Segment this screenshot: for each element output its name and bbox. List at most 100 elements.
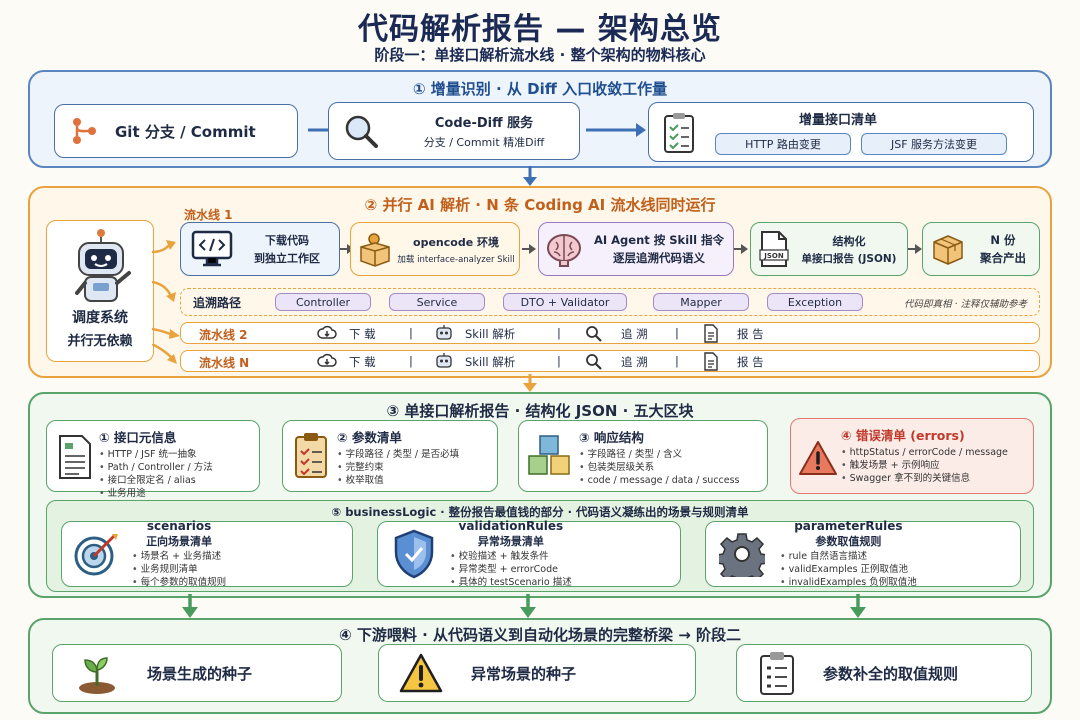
section-parallel-title: ② 并行 AI 解析 · N 条 Coding AI 流水线同时运行 <box>364 196 716 214</box>
scheduler-box: 调度系统 并行无依赖 <box>46 220 154 362</box>
card-response-title: ③ 响应结构 <box>579 430 644 445</box>
arrow-step2-3 <box>522 244 536 254</box>
git-branch-icon <box>67 114 101 148</box>
card-meta-item: 接口全限定名 / alias <box>99 474 213 487</box>
pipeline-n-label: 流水线 N <box>199 356 250 370</box>
step-structured-l1: 结构化 <box>832 234 866 248</box>
pipeline-2-step-report: 报 告 <box>737 327 764 341</box>
interface-list-box: 增量接口清单 HTTP 路由变更 JSF 服务方法变更 <box>648 102 1034 162</box>
rule-validation-sub: 异常场景清单 <box>477 535 544 548</box>
output-exception-seed-label: 异常场景的种子 <box>471 664 577 683</box>
rule-parameters: parameterRules 参数取值规则 rule 自然语言描述 validE… <box>705 519 1021 588</box>
step-opencode-l1: opencode 环境 <box>413 235 499 249</box>
step-download-l2: 到独立工作区 <box>254 252 320 265</box>
card-errors-item: Swagger 拿不到的关键信息 <box>841 472 1008 485</box>
arrow-s3-to-s4-left <box>182 594 198 618</box>
target-icon <box>70 528 122 580</box>
step-aggregate-l1: N 份 <box>990 233 1016 247</box>
section-downstream: ④ 下游喂料 · 从代码语义到自动化场景的完整桥梁 → 阶段二 场景生成的种子 … <box>28 618 1052 714</box>
brain-icon <box>543 228 585 270</box>
pipeline-2-sep-3: | <box>675 326 679 340</box>
code-diff-sub: 分支 / Commit 精准Diff <box>423 136 545 149</box>
card-params-item: 完整约束 <box>337 461 459 474</box>
json-file-icon: JSON <box>757 228 791 270</box>
step-structured-l2: 单接口报告 (JSON) <box>801 252 897 265</box>
card-meta-item: 业务用途 <box>99 487 213 500</box>
monitor-code-icon <box>189 226 235 272</box>
step-aggregate: N 份 聚合产出 <box>922 222 1040 276</box>
pipeline-n-lane: 流水线 N 下 载 | Skill 解析 | 追 溯 | 报 告 <box>180 350 1040 372</box>
scheduler-label-1: 调度系统 <box>72 310 128 326</box>
step-opencode-l2: 加载 interface-analyzer Skill <box>397 254 515 265</box>
arrow-scheduler-trace <box>152 280 176 302</box>
arrow-diff-to-list <box>586 123 646 137</box>
pipeline-n-sep-3: | <box>675 354 679 368</box>
rule-scenarios-item: 业务规则清单 <box>132 563 226 576</box>
cloud-download-icon <box>317 325 337 341</box>
pipeline-n-sep-2: | <box>557 354 561 368</box>
rule-parameters-item: validExamples 正例取值池 <box>780 563 917 576</box>
report-file-icon <box>703 324 719 343</box>
card-errors: ④ 错误清单 (errors) httpStatus / errorCode /… <box>790 418 1034 494</box>
code-diff-box: Code-Diff 服务 分支 / Commit 精准Diff <box>328 102 580 160</box>
output-scenario-seed: 场景生成的种子 <box>52 644 342 702</box>
step-ai-agent-l1: AI Agent 按 Skill 指令 <box>593 233 725 247</box>
pipeline-n-step-skill: Skill 解析 <box>465 355 516 369</box>
trace-controller: Controller <box>275 293 371 311</box>
output-param-rules-label: 参数补全的取值规则 <box>823 664 959 683</box>
section-report-title: ③ 单接口解析报告 · 结构化 JSON · 五大区块 <box>386 402 694 420</box>
card-errors-item: 触发场景 + 示例响应 <box>841 459 1008 472</box>
step-structured: JSON 结构化 单接口报告 (JSON) <box>750 222 908 276</box>
rule-validation-item: 校验描述 + 触发条件 <box>450 550 572 563</box>
report-file-icon <box>703 352 719 371</box>
warning-icon <box>797 433 839 483</box>
trace-service: Service <box>389 293 485 311</box>
page-title: 代码解析报告 — 架构总览 <box>358 12 722 47</box>
arrow-s1-to-s2 <box>523 166 537 186</box>
git-label: Git 分支 / Commit <box>115 122 256 141</box>
cloud-download-icon <box>317 353 337 369</box>
rule-scenarios-item: 每个参数的取值规则 <box>132 576 227 589</box>
arrow-step4-5 <box>908 244 922 254</box>
rule-scenarios-title: scenarios <box>146 519 212 533</box>
pipeline-n-step-download: 下 载 <box>349 355 376 369</box>
card-response-item: code / message / data / success <box>579 474 740 487</box>
rule-validation-title: validationRules <box>458 519 564 533</box>
card-params: ② 参数清单 字段路径 / 类型 / 是否必填 完整约束 枚举取值 <box>282 420 498 492</box>
robot-icon <box>61 227 141 307</box>
rule-scenarios-item: 场景名 + 业务描述 <box>132 550 226 563</box>
card-errors-title: ④ 错误清单 (errors) <box>841 428 965 443</box>
tag-http-route: HTTP 路由变更 <box>715 133 851 155</box>
card-response: ③ 响应结构 字段路径 / 类型 / 含义 包装类层级关系 code / mes… <box>518 420 768 492</box>
output-scenario-seed-label: 场景生成的种子 <box>147 664 253 683</box>
card-meta-item: HTTP / JSF 统一抽象 <box>99 448 213 461</box>
step-download: 下载代码 到独立工作区 <box>180 222 340 276</box>
pipeline-2-sep-1: | <box>409 326 413 340</box>
card-params-item: 字段路径 / 类型 / 是否必填 <box>337 448 459 461</box>
step-aggregate-l2: 聚合产出 <box>980 251 1026 265</box>
interface-list-title: 增量接口清单 <box>799 113 878 128</box>
robot-small-icon <box>435 325 453 342</box>
code-diff-title: Code-Diff 服务 <box>434 116 534 131</box>
output-param-rules: 参数补全的取值规则 <box>736 644 1032 702</box>
arrow-scheduler-pN <box>152 344 177 364</box>
step-download-l1: 下载代码 <box>265 234 309 247</box>
shield-icon <box>388 528 440 580</box>
gear-icon <box>716 528 768 580</box>
business-logic-panel: ⑤ businessLogic · 整份报告最值钱的部分 · 代码语义凝练出的场… <box>46 500 1034 592</box>
trace-path-row: 追溯路径 Controller Service DTO + Validator … <box>180 288 1040 316</box>
section-report: ③ 单接口解析报告 · 结构化 JSON · 五大区块 ① 接口元信息 HTTP… <box>28 392 1052 598</box>
business-logic-title: ⑤ businessLogic · 整份报告最值钱的部分 · 代码语义凝练出的场… <box>331 505 749 519</box>
rule-validation: validationRules 异常场景清单 校验描述 + 触发条件 异常类型 … <box>377 519 681 588</box>
pipeline-n-step-trace: 追 溯 <box>621 355 648 369</box>
step-opencode: opencode 环境 加载 interface-analyzer Skill <box>350 222 520 276</box>
box-gear-icon <box>357 229 393 269</box>
scheduler-label-2: 并行无依赖 <box>67 334 133 349</box>
trace-dto-validator: DTO + Validator <box>503 293 627 311</box>
card-params-title: ② 参数清单 <box>337 430 402 445</box>
trace-mapper: Mapper <box>653 293 749 311</box>
arrow-s3-to-s4-right <box>850 594 866 618</box>
trace-note: 代码即真相 · 注释仅辅助参考 <box>903 299 1027 310</box>
search-small-icon <box>585 353 603 371</box>
svg-text:JSON: JSON <box>763 252 784 260</box>
